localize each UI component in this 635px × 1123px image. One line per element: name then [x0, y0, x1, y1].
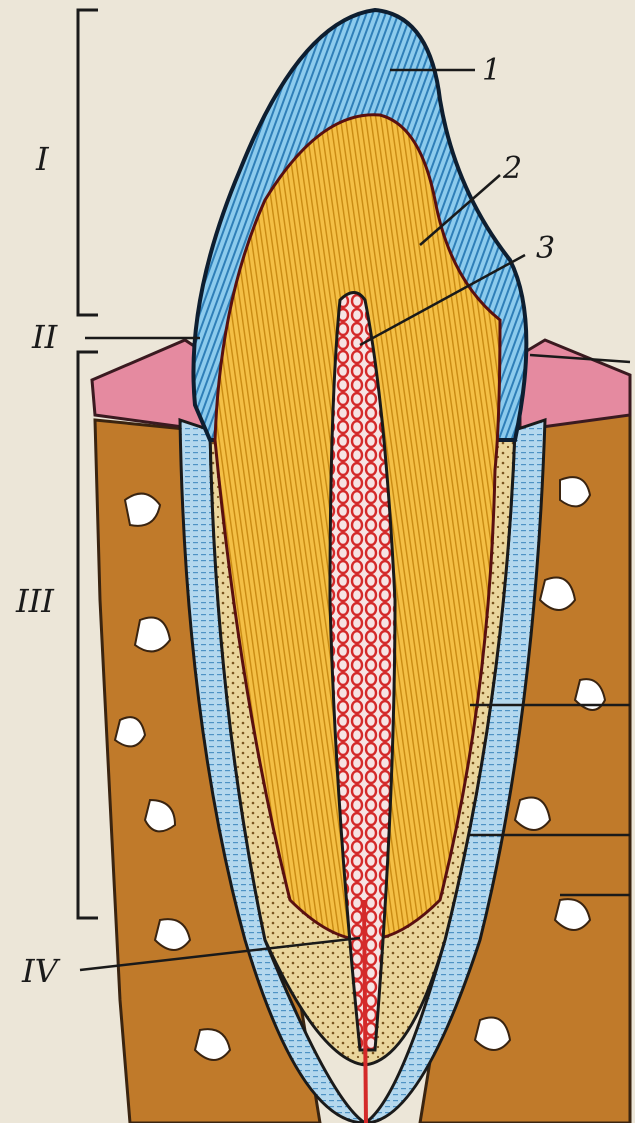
label-1: 1: [482, 53, 501, 88]
label-region-IV: IV: [21, 952, 61, 990]
label-region-III: III: [15, 582, 55, 620]
label-region-II: II: [31, 318, 59, 356]
label-3: 3: [536, 231, 555, 266]
root-canal-vessel: [364, 900, 366, 1123]
gingiva-left: [92, 340, 205, 430]
gingiva-right: [520, 340, 630, 430]
label-2: 2: [502, 151, 522, 186]
label-region-I: I: [35, 140, 50, 178]
